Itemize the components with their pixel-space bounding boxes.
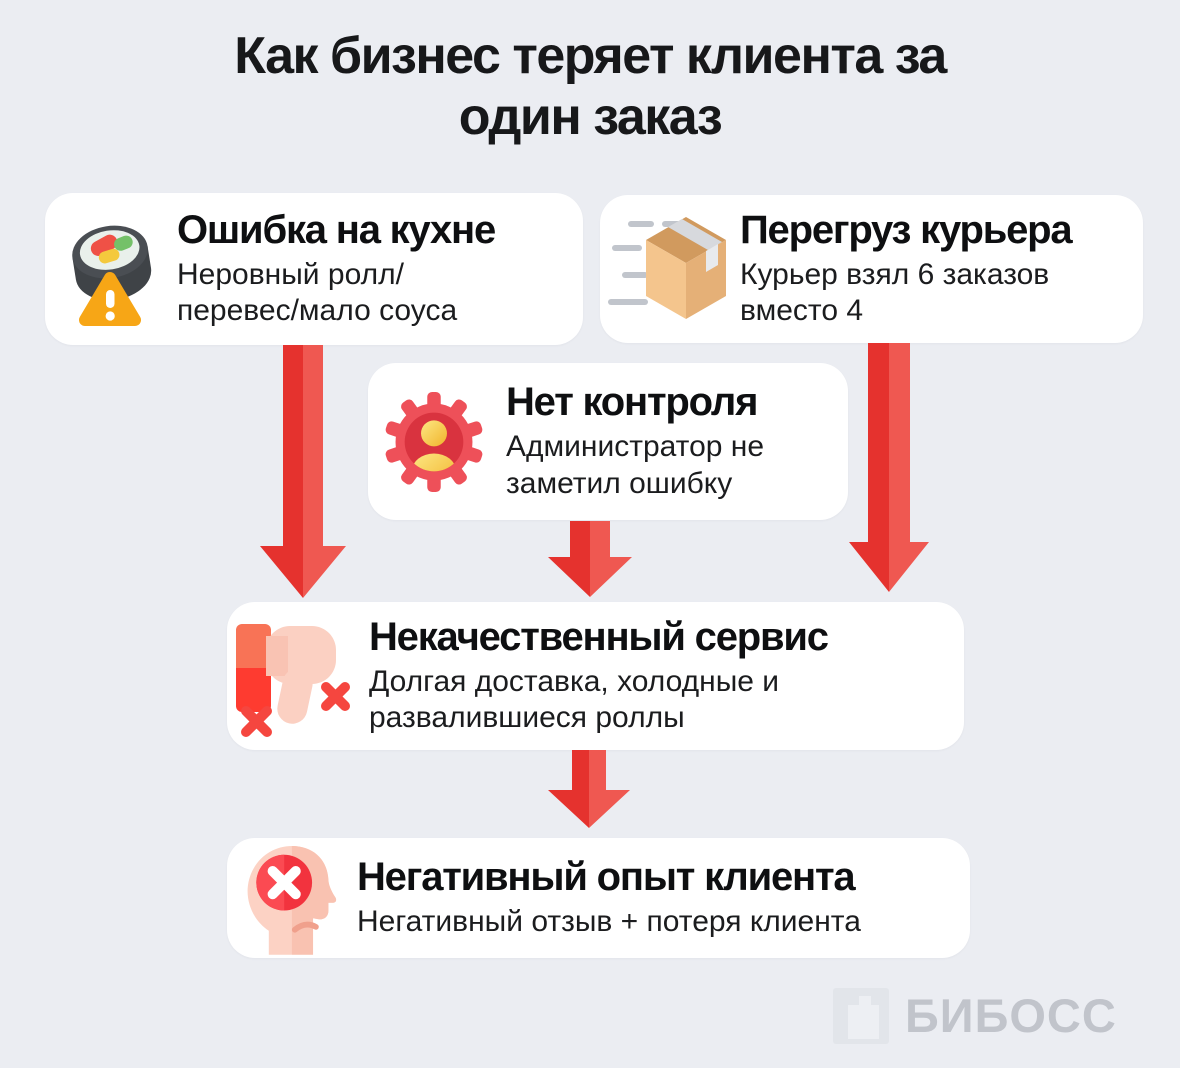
card-bad-service: Некачественный сервис Долгая доставка, х… bbox=[227, 602, 964, 750]
flow-arrow-service-to-client bbox=[548, 750, 630, 828]
biboss-logo-icon bbox=[833, 988, 889, 1044]
admin-gear-icon bbox=[384, 391, 484, 492]
card-client-title: Негативный опыт клиента bbox=[357, 855, 856, 900]
sushi-roll-warning-icon bbox=[63, 208, 157, 330]
flow-arrow-kitchen-to-service bbox=[260, 345, 346, 598]
card-courier-title: Перегруз курьера bbox=[740, 207, 1073, 252]
speeding-parcel-icon bbox=[606, 215, 732, 323]
card-control-subtitle: Администратор не заметил ошибку bbox=[506, 430, 765, 500]
card-negative-experience: Негативный опыт клиента Негативный отзыв… bbox=[227, 838, 970, 958]
negative-mind-icon bbox=[239, 841, 339, 955]
card-kitchen-subtitle: Неровный ролл/ перевес/мало соуса bbox=[177, 257, 458, 328]
card-service-title: Некачественный сервис bbox=[369, 614, 829, 659]
card-kitchen-error: Ошибка на кухне Неровный ролл/ перевес/м… bbox=[45, 193, 583, 345]
card-courier-overload: Перегруз курьера Курьер взял 6 заказов в… bbox=[600, 195, 1143, 343]
card-client-subtitle: Негативный отзыв + потеря клиента bbox=[357, 904, 861, 938]
watermark-text: БИБОСС bbox=[905, 989, 1117, 1042]
card-no-control: Нет контроля Администратор не заметил ош… bbox=[368, 363, 848, 520]
flow-arrow-control-to-service bbox=[548, 521, 632, 597]
card-courier-subtitle: Курьер взял 6 заказов вместо 4 bbox=[740, 257, 1050, 328]
card-control-title: Нет контроля bbox=[506, 380, 758, 425]
thumbs-down-icon bbox=[233, 614, 353, 738]
page-title-line2: один заказ bbox=[458, 87, 723, 146]
page-title-line1: Как бизнес теряет клиента за bbox=[234, 27, 947, 85]
flow-arrow-courier-to-service bbox=[849, 343, 929, 592]
watermark: БИБОСС bbox=[833, 988, 1117, 1044]
card-kitchen-title: Ошибка на кухне bbox=[177, 207, 496, 252]
card-service-subtitle: Долгая доставка, холодные и развалившиес… bbox=[369, 664, 780, 735]
